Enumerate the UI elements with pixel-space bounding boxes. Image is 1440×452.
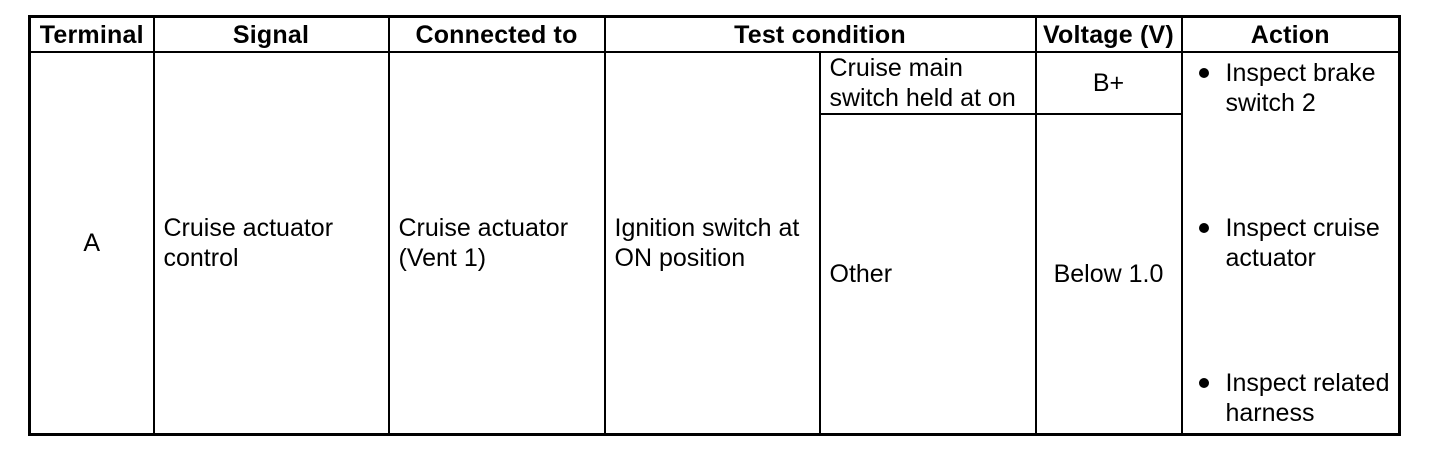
- header-action: Action: [1180, 15, 1401, 53]
- cell-test-condition-main: Ignition switch at ON position: [603, 51, 821, 436]
- header-voltage: Voltage (V): [1034, 15, 1183, 53]
- list-item: Inspect brake switch 2: [1184, 58, 1398, 118]
- cell-sub-condition-2: Other: [818, 113, 1037, 436]
- action-item-label: Inspect related harness: [1225, 369, 1390, 427]
- bullet-icon: [1198, 223, 1209, 233]
- header-test-condition: Test condition: [603, 15, 1037, 53]
- table-row-sub-2: Other Below 1.0: [30, 113, 1400, 436]
- terminal-voltage-table: Terminal Signal Connected to Test condit…: [28, 15, 1401, 436]
- bullet-icon: [1198, 68, 1209, 78]
- header-row: Terminal Signal Connected to Test condit…: [28, 15, 1401, 53]
- action-list: Inspect brake switch 2 Inspect cruise ac…: [1184, 54, 1398, 433]
- cell-voltage-2: Below 1.0: [1034, 113, 1183, 436]
- list-item: Inspect related harness: [1184, 368, 1398, 428]
- header-connected-to: Connected to: [387, 15, 606, 53]
- action-item-label: Inspect cruise actuator: [1225, 214, 1380, 272]
- list-item: Inspect cruise actuator: [1184, 213, 1398, 273]
- cell-sub-condition-1: Cruise main switch held at on: [818, 51, 1037, 115]
- header-terminal: Terminal: [28, 15, 155, 53]
- action-item-label: Inspect brake switch 2: [1225, 59, 1376, 117]
- cell-action: Inspect brake switch 2 Inspect cruise ac…: [1180, 51, 1401, 436]
- table-row-sub-1: A Cruise actuator control Cruise actuato…: [28, 51, 1401, 436]
- header-signal: Signal: [152, 15, 390, 53]
- cell-connected-to: Cruise actuator (Vent 1): [387, 51, 606, 436]
- cell-voltage-1: B+: [1034, 51, 1183, 115]
- cell-terminal: A: [28, 51, 155, 436]
- cell-signal: Cruise actuator control: [152, 51, 390, 436]
- bullet-icon: [1198, 378, 1209, 388]
